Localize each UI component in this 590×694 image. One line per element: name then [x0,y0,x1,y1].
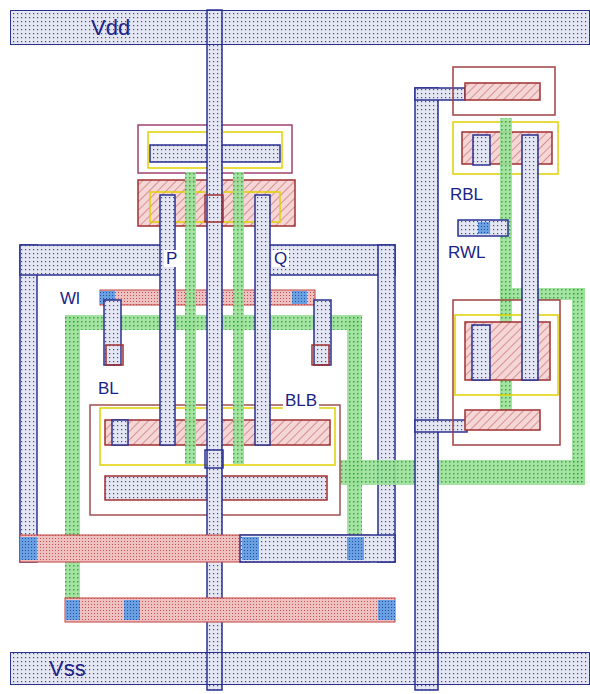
rail-name: Vss [49,658,86,680]
signal-name: P [164,250,179,267]
signal-name: BLB [283,392,319,409]
signal-name: RWL [446,244,487,261]
signal-name: BL [96,380,121,397]
signal-name: Q [272,250,289,267]
power-rail: Vss [10,652,590,685]
rail-name: Vdd [91,17,130,39]
power-rail: Vdd [10,10,590,45]
signal-name: RBL [448,186,485,203]
signal-name: Wl [58,290,82,307]
